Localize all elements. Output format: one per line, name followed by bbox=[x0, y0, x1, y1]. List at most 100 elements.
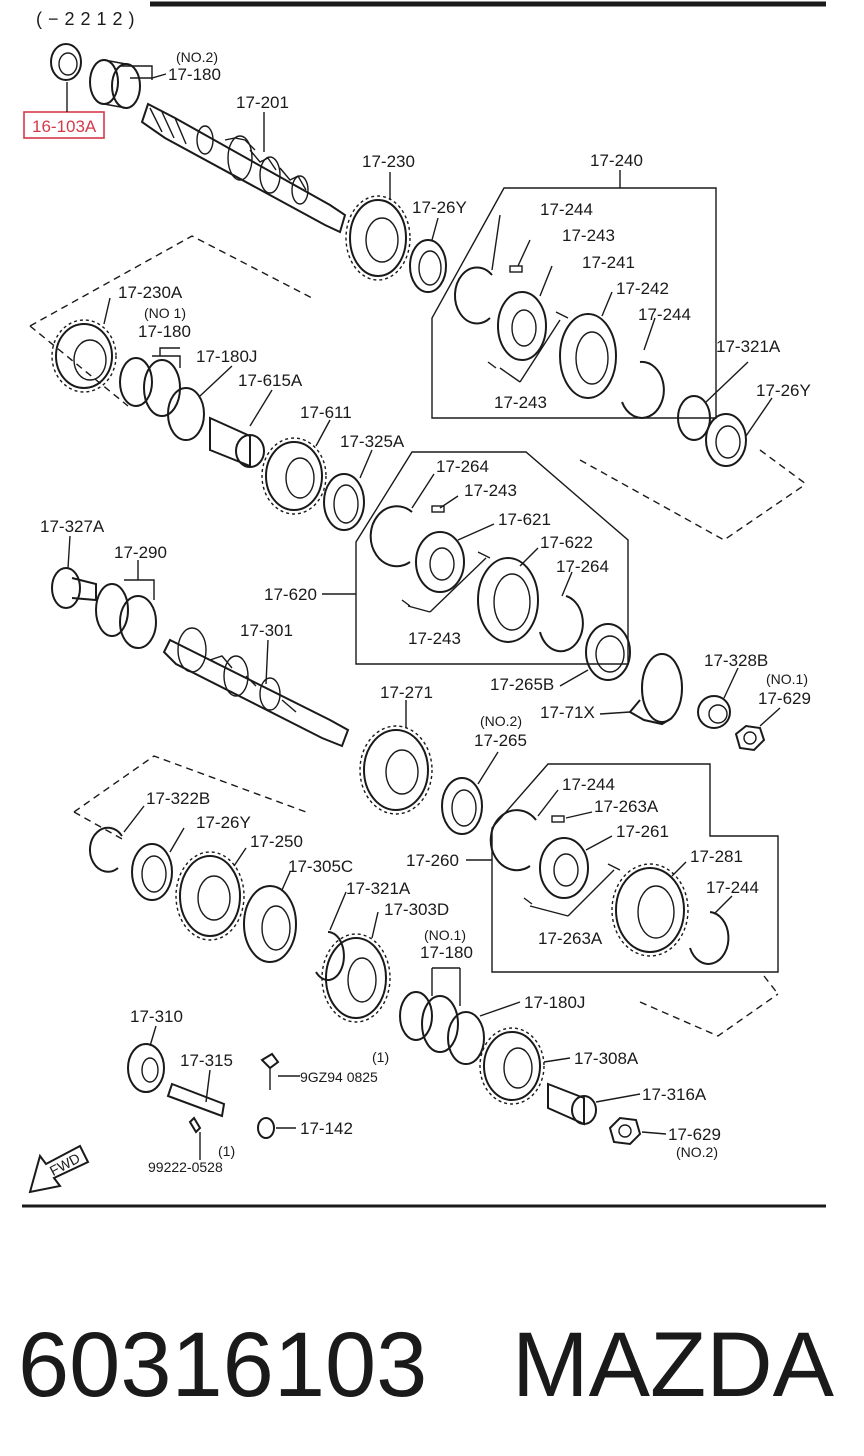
nut-17-629-a bbox=[734, 707, 781, 752]
label-17-265: 17-265 bbox=[474, 731, 527, 750]
label-17-263A-a: 17-263A bbox=[594, 797, 659, 816]
fork-17-71X bbox=[599, 653, 683, 726]
label-17-242: 17-242 bbox=[616, 279, 669, 298]
label-17-26Y-a: 17-26Y bbox=[412, 198, 467, 217]
label-17-321A-b: 17-321A bbox=[346, 879, 411, 898]
gear-17-230A bbox=[51, 297, 117, 393]
label-17-26Y-c: 17-26Y bbox=[196, 813, 251, 832]
label-17-260: 17-260 bbox=[406, 851, 459, 870]
label-qty-1-b: (1) bbox=[218, 1143, 235, 1159]
label-17-315: 17-315 bbox=[180, 1051, 233, 1070]
highlight-label[interactable]: 16-103A bbox=[32, 117, 97, 136]
bearing-17-180-no1-a bbox=[119, 347, 205, 441]
part-17-328B bbox=[697, 667, 739, 729]
label-17-26Y-b: 17-26Y bbox=[756, 381, 811, 400]
dashed-region-a bbox=[29, 235, 313, 407]
label-no1-b: (NO.1) bbox=[766, 671, 808, 687]
diagram-code: (−2212) bbox=[36, 9, 141, 29]
label-17-240: 17-240 bbox=[590, 151, 643, 170]
label-17-621: 17-621 bbox=[498, 510, 551, 529]
bearing-17-180-no2 bbox=[89, 59, 167, 109]
label-no2-top: (NO.2) bbox=[176, 49, 218, 65]
gear-17-26Y-b bbox=[705, 397, 773, 467]
gear-17-271 bbox=[359, 700, 433, 815]
label-no1-c: (NO.1) bbox=[424, 927, 466, 943]
shaft-17-315 bbox=[166, 1069, 226, 1118]
label-17-629-a: 17-629 bbox=[758, 689, 811, 708]
shaft-17-201 bbox=[140, 102, 347, 234]
ring-17-325A bbox=[323, 449, 373, 531]
bolt-9GZ94 bbox=[260, 1052, 300, 1090]
label-17-629-b: 17-629 bbox=[668, 1125, 721, 1144]
label-17-325A: 17-325A bbox=[340, 432, 405, 451]
gear-17-305C bbox=[243, 871, 297, 963]
label-qty-1-a: (1) bbox=[372, 1049, 389, 1065]
label-17-180J-b: 17-180J bbox=[524, 993, 585, 1012]
label-17-622: 17-622 bbox=[540, 533, 593, 552]
sleeve-17-316A bbox=[547, 1082, 641, 1126]
label-17-243-c: 17-243 bbox=[464, 481, 517, 500]
dashed-region-b bbox=[579, 449, 807, 541]
label-17-243-a: 17-243 bbox=[562, 226, 615, 245]
label-17-620: 17-620 bbox=[264, 585, 317, 604]
ring-17-321A-b bbox=[315, 891, 347, 981]
label-17-243-b: 17-243 bbox=[494, 393, 547, 412]
gear-17-308A bbox=[479, 1027, 571, 1105]
dashed-region-d bbox=[639, 975, 779, 1037]
label-17-244-b: 17-244 bbox=[638, 305, 691, 324]
gear-17-26Y-c bbox=[131, 827, 185, 901]
label-17-264-a: 17-264 bbox=[436, 457, 489, 476]
label-17-243-d: 17-243 bbox=[408, 629, 461, 648]
group-box-17-260 bbox=[466, 763, 779, 973]
label-17-142: 17-142 bbox=[300, 1119, 353, 1138]
label-17-327A: 17-327A bbox=[40, 517, 105, 536]
label-17-264-b: 17-264 bbox=[556, 557, 609, 576]
label-17-250: 17-250 bbox=[250, 832, 303, 851]
label-no1-a: (NO 1) bbox=[144, 305, 186, 321]
gear-17-303D bbox=[321, 911, 391, 1023]
bearing-16-103A bbox=[50, 43, 82, 112]
label-17-615A: 17-615A bbox=[238, 371, 303, 390]
highlight-box[interactable] bbox=[23, 111, 105, 139]
part-17-327A bbox=[51, 535, 97, 609]
label-17-71X: 17-71X bbox=[540, 703, 595, 722]
label-no2-c: (NO.2) bbox=[676, 1144, 718, 1160]
part-number: 60316103 bbox=[18, 1314, 427, 1416]
gear-17-250 bbox=[175, 847, 247, 941]
ring-17-321A-a bbox=[677, 361, 749, 441]
label-17-180-top: 17-180 bbox=[168, 65, 221, 84]
label-17-241: 17-241 bbox=[582, 253, 635, 272]
nut-17-629-b bbox=[608, 1116, 667, 1146]
label-17-263A-b: 17-263A bbox=[538, 929, 603, 948]
fwd-arrow-icon: FWD bbox=[28, 1144, 90, 1194]
part-17-142 bbox=[257, 1117, 296, 1139]
label-17-230: 17-230 bbox=[362, 152, 415, 171]
ring-17-265B bbox=[559, 623, 631, 687]
label-17-303D: 17-303D bbox=[384, 900, 449, 919]
ring-17-265 bbox=[441, 751, 499, 835]
label-17-201: 17-201 bbox=[236, 93, 289, 112]
label-17-305C: 17-305C bbox=[288, 857, 353, 876]
label-17-290: 17-290 bbox=[114, 543, 167, 562]
label-17-244-c: 17-244 bbox=[562, 775, 615, 794]
gear-17-611 bbox=[261, 419, 331, 515]
ring-17-322B bbox=[88, 805, 145, 873]
label-17-230A: 17-230A bbox=[118, 283, 183, 302]
label-17-180-b: 17-180 bbox=[420, 943, 473, 962]
label-17-321A-a: 17-321A bbox=[716, 337, 781, 356]
dashed-region-c bbox=[73, 755, 307, 841]
bearing-17-290 bbox=[95, 560, 157, 649]
label-17-316A: 17-316A bbox=[642, 1085, 707, 1104]
gear-17-310 bbox=[127, 1025, 165, 1093]
label-17-244-d: 17-244 bbox=[706, 878, 759, 897]
label-17-180-a: 17-180 bbox=[138, 322, 191, 341]
sleeve-17-615A bbox=[209, 389, 273, 468]
label-17-265B: 17-265B bbox=[490, 675, 554, 694]
label-17-261: 17-261 bbox=[616, 822, 669, 841]
brand-name: MAZDA bbox=[512, 1314, 835, 1416]
gear-17-230 bbox=[345, 172, 411, 281]
label-17-328B: 17-328B bbox=[704, 651, 768, 670]
label-17-244-a: 17-244 bbox=[540, 200, 593, 219]
ring-17-26Y-a bbox=[409, 217, 447, 293]
group-box-17-240 bbox=[431, 170, 717, 419]
